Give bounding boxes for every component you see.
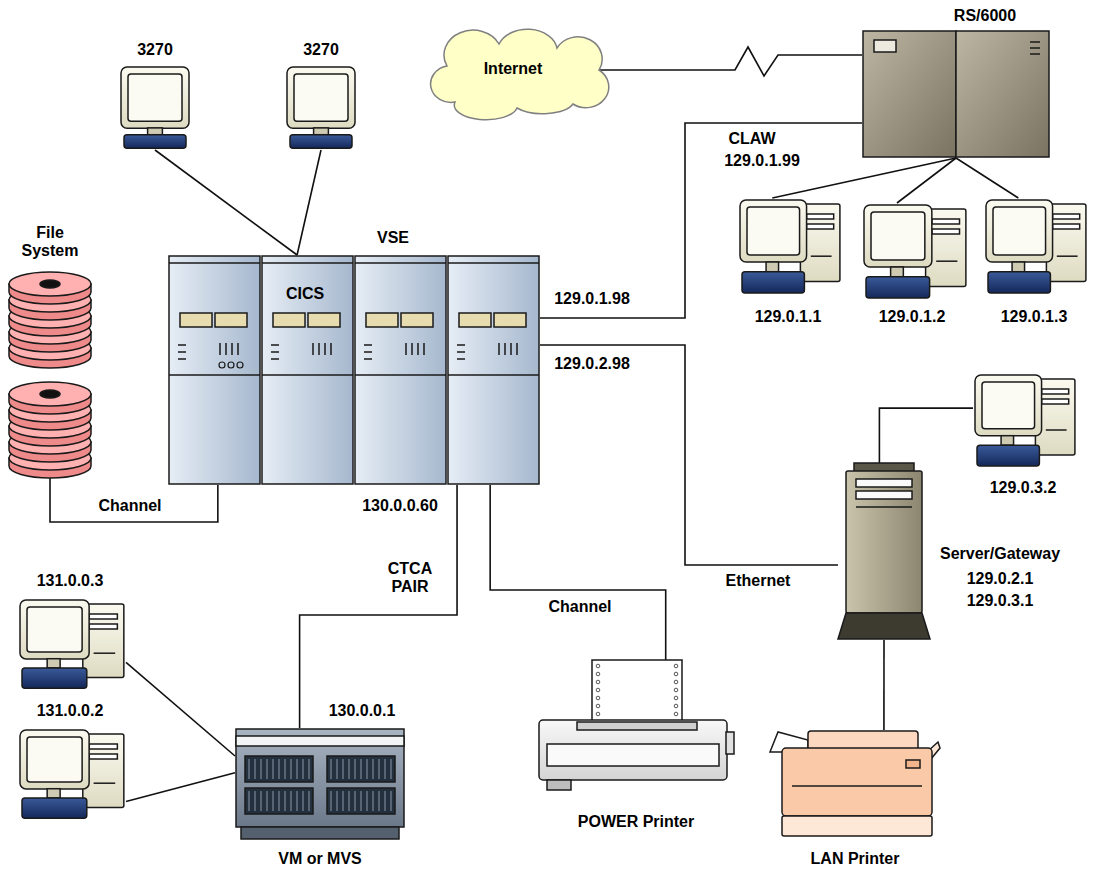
pc-icon <box>973 373 1077 468</box>
connector-line <box>155 150 297 255</box>
node-label: 131.0.0.2 <box>37 702 104 720</box>
monitor-icon <box>284 65 358 150</box>
node-label: CICS <box>286 285 324 303</box>
node-label: VSE <box>377 229 409 247</box>
connector-label: Channel <box>546 598 613 616</box>
node-label: 129.0.1.2 <box>879 308 946 326</box>
pc-icon <box>18 728 126 820</box>
pc-icon <box>18 598 126 690</box>
rs6000-icon <box>862 30 1050 158</box>
disks-icon <box>8 272 92 478</box>
connector-line <box>879 408 973 463</box>
connector-line <box>897 158 956 203</box>
connector-label: CLAW <box>726 130 777 148</box>
connector-line <box>297 150 321 255</box>
node-label: LAN Printer <box>811 850 900 868</box>
connector-line <box>126 773 235 802</box>
printer-node: POWER Printer <box>537 660 735 795</box>
node-label: POWER Printer <box>578 813 694 831</box>
server-icon <box>838 463 930 640</box>
pc-icon <box>862 203 968 300</box>
node-label: 129.0.1.3 <box>1001 308 1068 326</box>
monitor-icon <box>118 65 192 150</box>
network-cloud: Internet <box>425 28 600 112</box>
connector-line <box>300 485 457 728</box>
gateway-node: Server/Gateway129.0.2.1129.0.3.1 <box>838 463 930 640</box>
node-label: 3270 <box>303 41 339 59</box>
connector-line <box>600 47 862 76</box>
node-label: 129.0.1.1 <box>755 308 822 326</box>
workstation-node: 129.0.1.3 <box>984 198 1088 295</box>
mainframe-node: VSECICS <box>168 255 540 485</box>
node-label: Server/Gateway <box>940 545 1060 563</box>
mainframe-node: VM or MVS <box>235 728 405 840</box>
workstation-node: 129.0.1.1 <box>738 198 842 295</box>
pc-icon <box>984 198 1088 295</box>
disk-node: File System <box>8 272 92 478</box>
terminal-node: 3270 <box>284 65 358 150</box>
connector-line <box>956 158 1018 198</box>
vse-icon <box>168 255 540 485</box>
workstation-node: 129.0.3.2 <box>973 373 1077 468</box>
address-label: 129.0.1.98 <box>552 290 632 308</box>
printer-node: LAN Printer <box>768 730 940 842</box>
address-label: 129.0.1.99 <box>722 152 802 170</box>
node-label: 3270 <box>137 41 173 59</box>
address-label: 130.0.0.60 <box>360 497 440 515</box>
node-label: 131.0.0.3 <box>37 572 104 590</box>
node-label: Internet <box>484 60 543 78</box>
server-node: RS/6000 <box>862 30 1050 158</box>
address-label: 130.0.0.1 <box>327 702 398 720</box>
node-label: 129.0.3.2 <box>990 479 1057 497</box>
connector-label: CTCA PAIR <box>382 560 438 597</box>
connector-label: Channel <box>96 497 163 515</box>
address-label: 129.0.2.98 <box>552 355 632 373</box>
node-label: 129.0.3.1 <box>967 592 1034 610</box>
workstation-node: 131.0.0.2 <box>18 728 126 820</box>
workstation-node: 131.0.0.3 <box>18 598 126 690</box>
terminal-node: 3270 <box>118 65 192 150</box>
connector-line <box>490 485 666 660</box>
lanprinter-icon <box>768 730 940 842</box>
node-label: RS/6000 <box>954 7 1016 25</box>
connector-line <box>540 345 838 565</box>
printer-icon <box>537 660 735 795</box>
node-label: 129.0.2.1 <box>967 570 1034 588</box>
connector-line <box>540 123 862 318</box>
pc-icon <box>738 198 842 295</box>
workstation-node: 129.0.1.2 <box>862 203 968 300</box>
connector-line <box>126 662 235 756</box>
connector-label: Ethernet <box>724 572 793 590</box>
node-label: VM or MVS <box>278 850 362 868</box>
node-label: File System <box>15 224 85 261</box>
vm-icon <box>235 728 405 840</box>
connector-line <box>883 640 885 730</box>
